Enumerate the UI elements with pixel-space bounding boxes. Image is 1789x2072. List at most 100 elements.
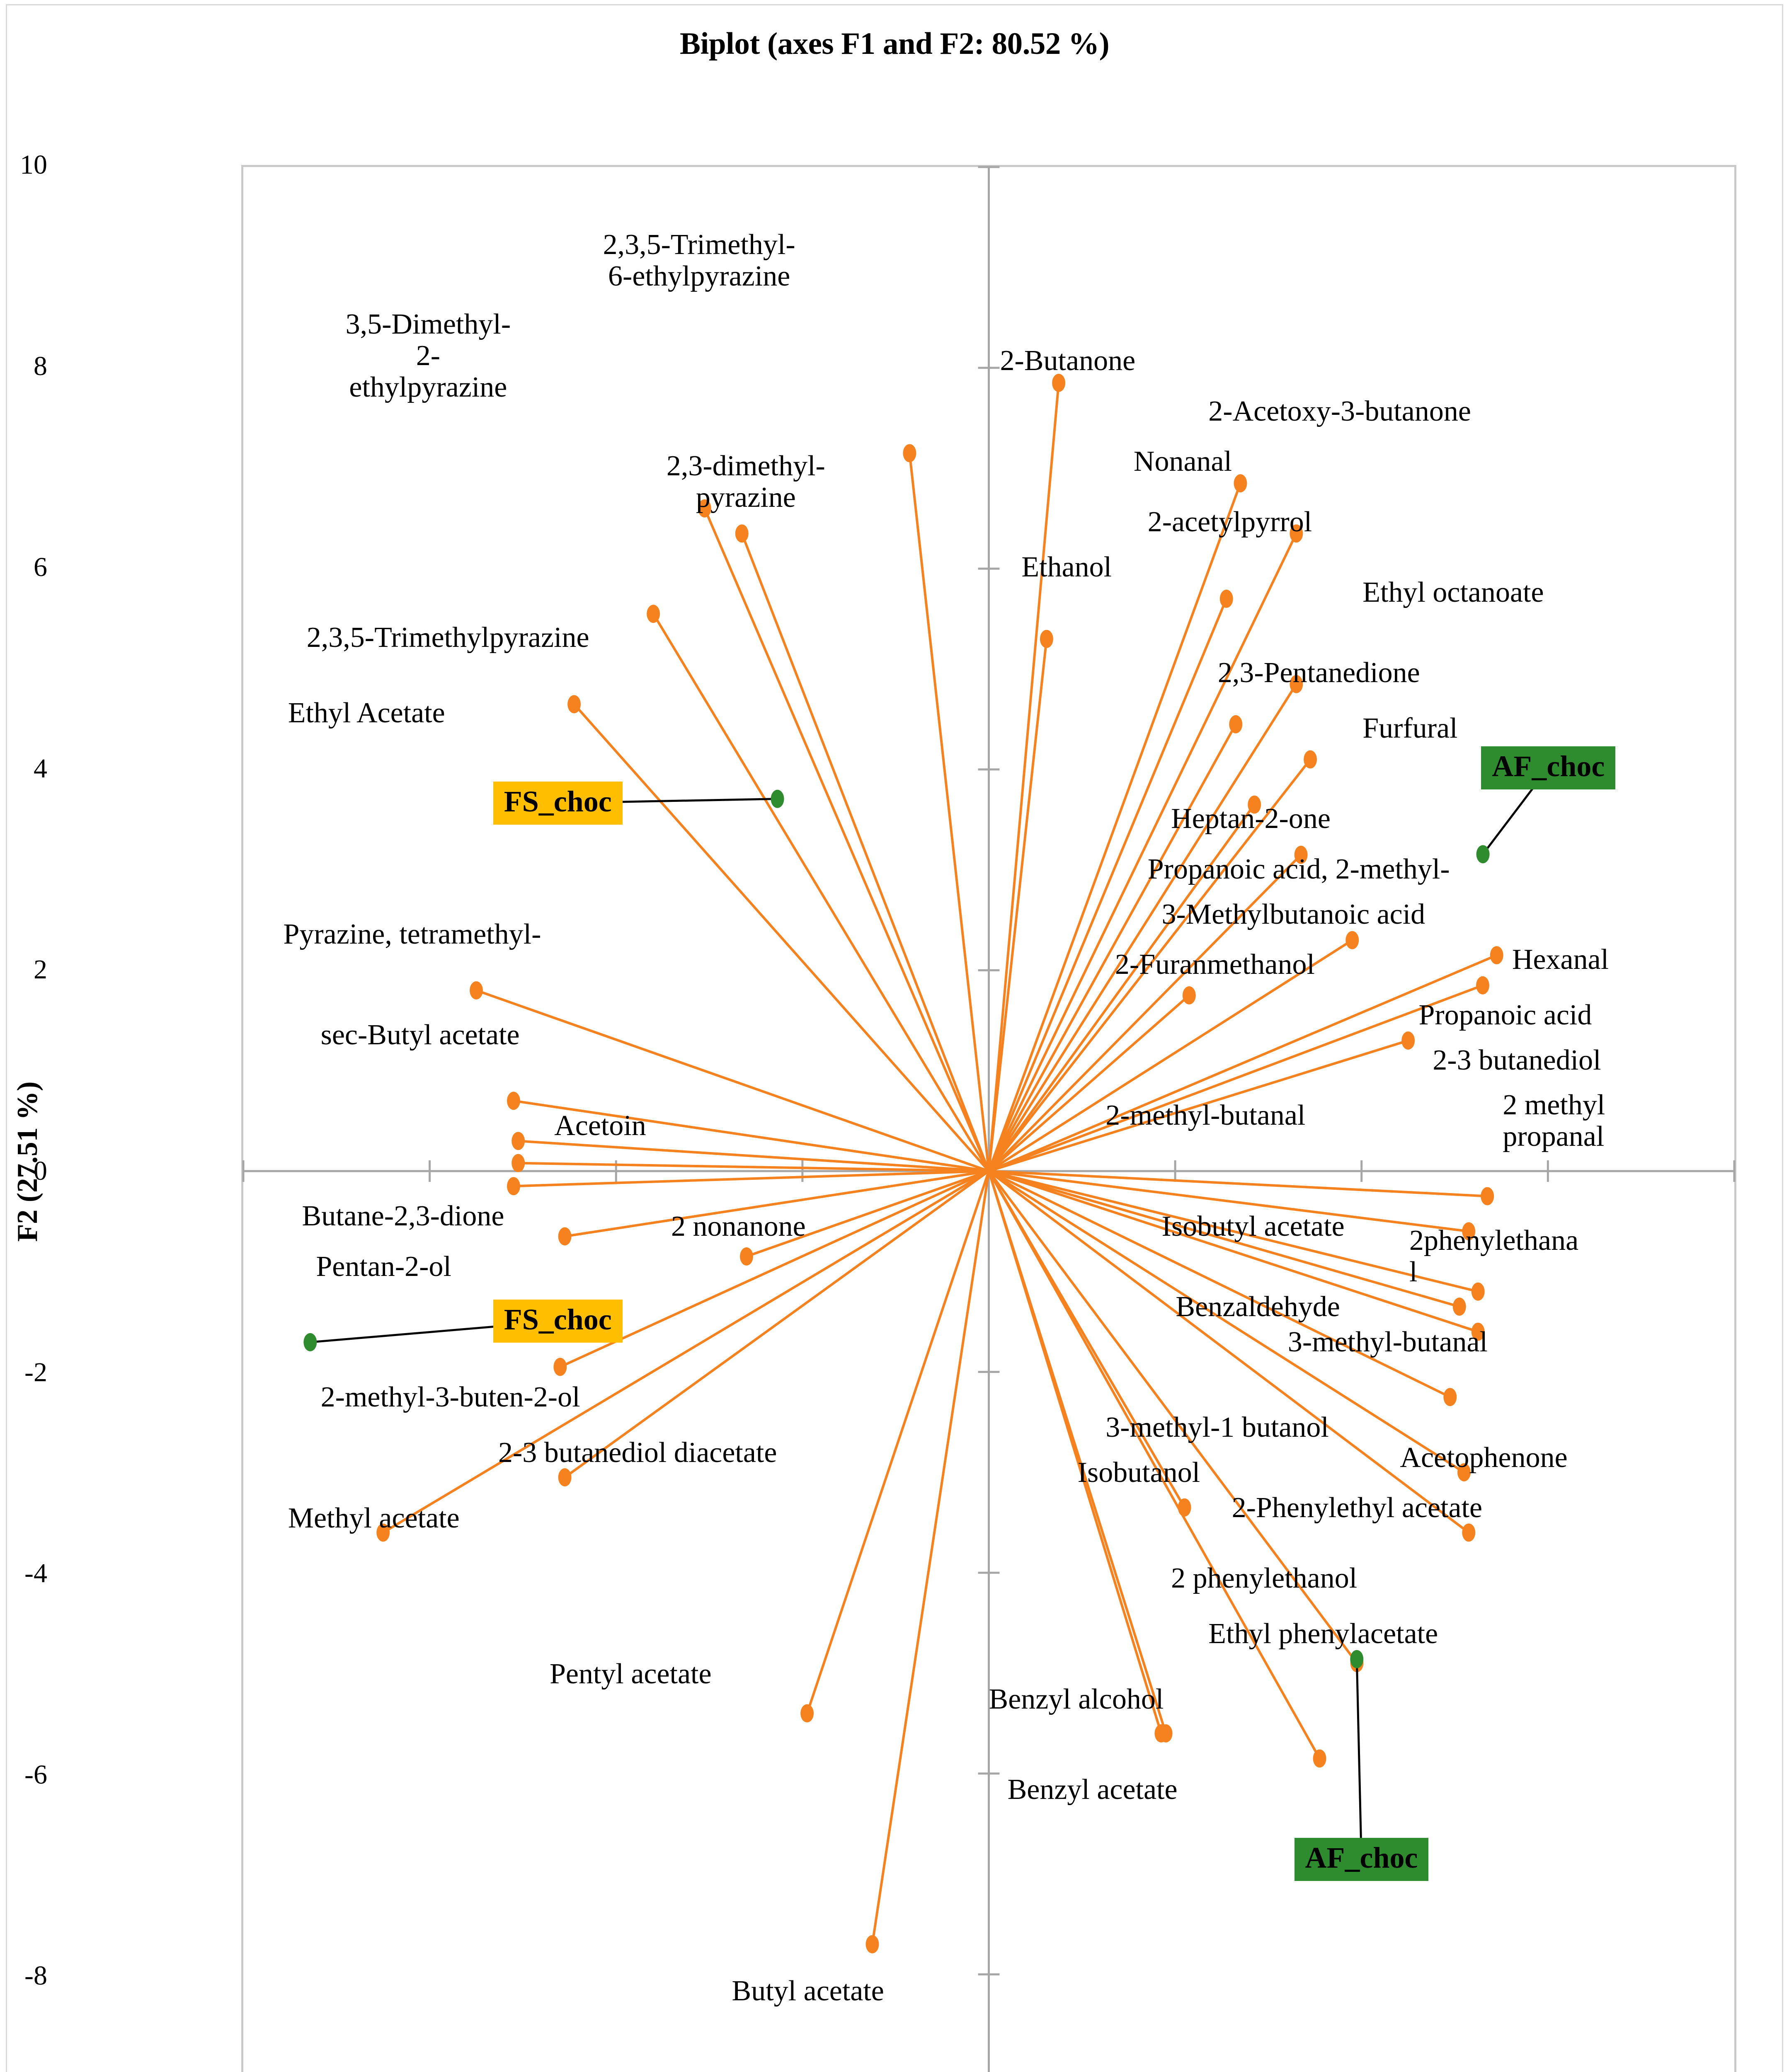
- variable-point: [553, 1358, 567, 1376]
- variable-point: [647, 605, 660, 623]
- variable-label: Ethyl Acetate: [288, 697, 445, 729]
- variable-point: [1234, 474, 1247, 493]
- variable-label: Hexanal: [1512, 944, 1609, 976]
- variable-vector: [988, 804, 1256, 1172]
- variable-label: 3,5-Dimethyl-2-ethylpyrazine: [345, 308, 511, 404]
- variable-point: [511, 1154, 525, 1172]
- variable-label: Propanoic acid: [1418, 999, 1592, 1031]
- variable-point: [507, 1177, 520, 1196]
- variable-vector: [988, 758, 1311, 1172]
- variable-vector: [988, 1170, 1470, 1534]
- variable-label: Ethyl phenylacetate: [1208, 1617, 1438, 1650]
- variable-point: [1457, 1463, 1471, 1481]
- variable-label: 3-methyl-1 butanol: [1105, 1411, 1329, 1444]
- variable-vector: [988, 984, 1484, 1172]
- variable-vector: [560, 1170, 989, 1368]
- variable-vector: [476, 989, 989, 1172]
- variable-label: 3-Methylbutanoic acid: [1161, 898, 1425, 930]
- variable-vector: [871, 1171, 990, 1945]
- variable-vector: [703, 508, 990, 1172]
- variable-vector: [988, 994, 1190, 1172]
- variable-point: [1290, 675, 1303, 693]
- variable-vector: [988, 1170, 1451, 1398]
- variable-label: 2,3-Pentanedione: [1217, 657, 1420, 689]
- variable-vector: [987, 639, 1048, 1172]
- variable-vector: [518, 1162, 989, 1172]
- variable-label: Benzyl alcohol: [989, 1683, 1164, 1715]
- variable-vector: [987, 533, 1298, 1172]
- variable-point: [1471, 1282, 1485, 1301]
- variable-point: [865, 1935, 879, 1953]
- variable-point: [1401, 1031, 1415, 1050]
- variable-point: [1490, 946, 1503, 965]
- variable-point: [1159, 1724, 1173, 1743]
- variable-vector: [987, 598, 1228, 1172]
- variable-vector: [746, 1170, 989, 1258]
- variable-label: Pentyl acetate: [549, 1658, 712, 1690]
- variable-point: [1476, 976, 1489, 995]
- y-tick-label: -2: [24, 1357, 47, 1387]
- variable-vector: [987, 1170, 1321, 1759]
- variable-label: Ethanol: [1021, 551, 1112, 583]
- variable-point: [1290, 524, 1303, 543]
- variable-point: [903, 444, 916, 462]
- variable-vector: [565, 1170, 989, 1238]
- variable-vector: [988, 1170, 1479, 1333]
- variable-point: [1219, 589, 1233, 608]
- variable-vector: [806, 1171, 990, 1714]
- variable-label: Pyrazine, tetramethyl-: [283, 918, 541, 951]
- variable-vector: [908, 453, 990, 1172]
- variable-vector: [987, 483, 1242, 1172]
- variable-point: [1040, 629, 1053, 648]
- variable-vector: [989, 1170, 1488, 1198]
- variable-label: Benzaldehyde: [1176, 1290, 1340, 1323]
- variable-vector: [987, 724, 1237, 1172]
- variable-vector: [988, 1039, 1409, 1172]
- variable-point: [698, 499, 711, 518]
- variable-point: [1350, 1654, 1364, 1673]
- variable-label: 2-Phenylethyl acetate: [1231, 1492, 1483, 1524]
- y-tick-label: 0: [34, 1156, 47, 1186]
- variable-point: [567, 695, 581, 714]
- variable-vector: [382, 1170, 990, 1534]
- variable-point: [558, 1468, 572, 1486]
- variable-label: Heptan-2-one: [1171, 803, 1331, 835]
- variable-label: Isobutanol: [1077, 1457, 1200, 1489]
- y-tick-label: 4: [34, 753, 47, 784]
- variable-label: 2-acetylpyrrol: [1147, 506, 1312, 538]
- variable-vector: [652, 613, 990, 1172]
- variable-point: [507, 1092, 520, 1110]
- variable-point: [1481, 1187, 1494, 1205]
- variable-label: Butyl acetate: [732, 1975, 884, 2007]
- variable-label: Ethyl octanoate: [1362, 576, 1544, 608]
- observation-label-fs_choc: FS_choc: [493, 781, 623, 825]
- variable-point: [511, 1132, 525, 1150]
- variable-vector: [987, 1171, 1167, 1734]
- y-axis-title: F2 (27.51 %): [12, 1081, 44, 1242]
- variable-label: Furfural: [1362, 712, 1458, 744]
- variable-label: 2,3,5-Trimethyl-6-ethylpyrazine: [603, 228, 795, 292]
- variable-label: 3-methyl-butanal: [1287, 1326, 1488, 1358]
- variable-label: Pentan-2-ol: [316, 1250, 451, 1283]
- variable-point: [1248, 795, 1261, 814]
- variable-label: 2,3,5-Trimethylpyrazine: [306, 622, 589, 654]
- observation-label-af_choc: AF_choc: [1481, 746, 1616, 789]
- variable-vector: [573, 703, 990, 1172]
- variable-point: [1345, 931, 1359, 949]
- variable-point: [1294, 845, 1308, 864]
- variable-label: 2-3 butanediol: [1433, 1044, 1601, 1076]
- variable-point: [1443, 1388, 1457, 1406]
- variable-point: [1182, 986, 1196, 1005]
- variable-label: 2-methyl-3-buten-2-ol: [320, 1381, 580, 1414]
- variable-label: Isobutyl acetate: [1161, 1210, 1345, 1242]
- variable-label: Methyl acetate: [288, 1502, 460, 1534]
- y-tick-label: 2: [34, 954, 47, 985]
- variable-vector: [988, 1170, 1358, 1664]
- variable-label: 2-methyl-butanal: [1105, 1099, 1306, 1132]
- variable-vector: [988, 1170, 1479, 1293]
- variable-vector: [988, 1170, 1465, 1474]
- variable-vector: [564, 1170, 990, 1479]
- chart-title: Biplot (axes F1 and F2: 80.52 %): [679, 27, 1110, 61]
- variable-vector: [989, 1170, 1469, 1233]
